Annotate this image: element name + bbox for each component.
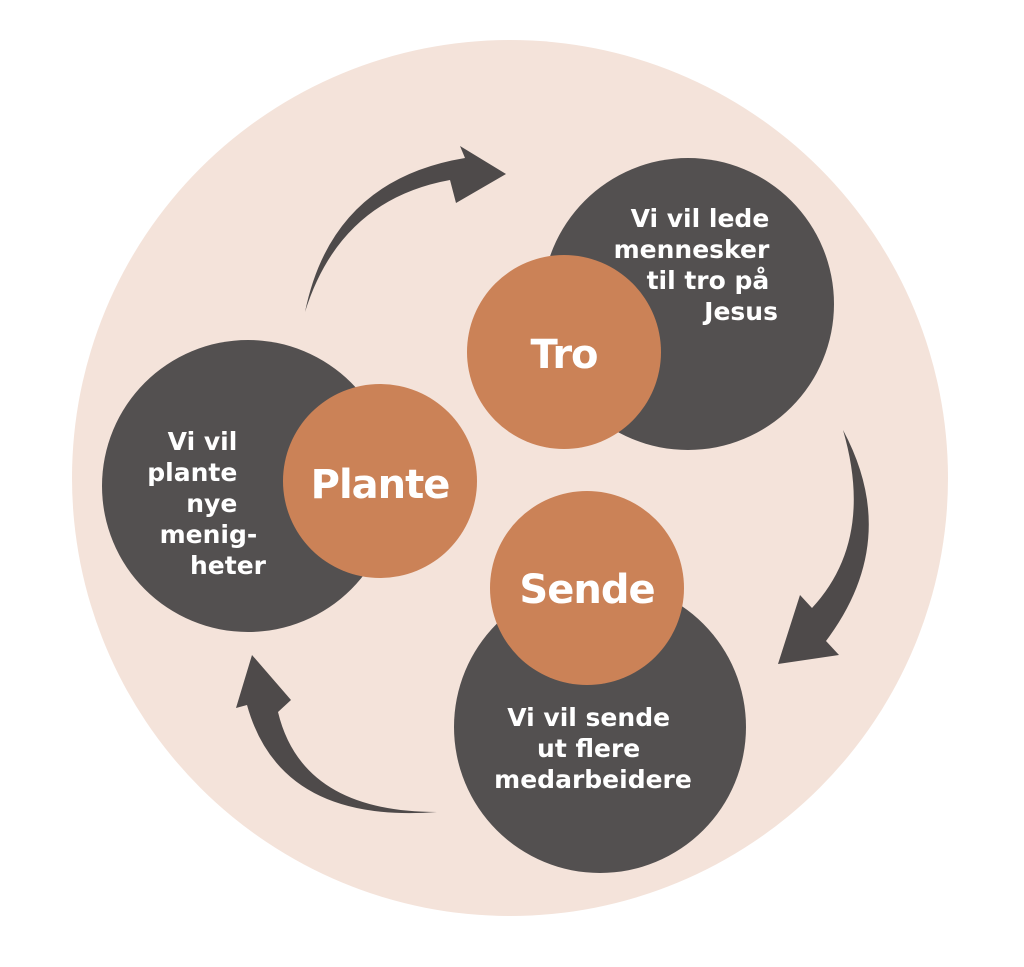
tro-label: Tro [530,332,597,378]
plante-description-line: Vi vil [168,427,238,456]
arrow-sende-to-plante [236,655,437,814]
sende-description-line: ut flere [537,734,640,763]
tro-label-circle [467,255,661,449]
tro-description-line: til tro på [647,266,770,295]
plante-description-line: plante [147,458,237,487]
plante-label-circle [283,384,477,578]
node-sende: Vi vil sende ut flere medarbeidere Sende [454,491,746,873]
tro-description-line: Vi vil lede [631,204,770,233]
arrow-plante-to-tro [305,146,506,312]
plante-label: Plante [311,462,450,508]
sende-description-line: Vi vil sende [507,703,670,732]
arrow-tro-to-sende [778,430,869,664]
node-plante: Vi vil plante nye menig- heter Plante [102,340,477,632]
tro-description-line: mennesker [614,235,770,264]
tro-description-line: Jesus [702,297,778,326]
plante-description-line: heter [190,551,267,580]
plante-description-line: nye [186,489,237,518]
node-tro: Vi vil lede mennesker til tro på Jesus T… [467,158,834,450]
sende-description-line: medarbeidere [494,765,692,794]
sende-label: Sende [519,567,654,613]
plante-description: Vi vil plante nye menig- heter [147,427,266,580]
plante-description-line: menig- [160,520,258,549]
sende-description: Vi vil sende ut flere medarbeidere [494,703,692,794]
sende-label-circle [490,491,684,685]
cycle-arrows [236,146,869,814]
tro-description: Vi vil lede mennesker til tro på Jesus [614,204,778,326]
